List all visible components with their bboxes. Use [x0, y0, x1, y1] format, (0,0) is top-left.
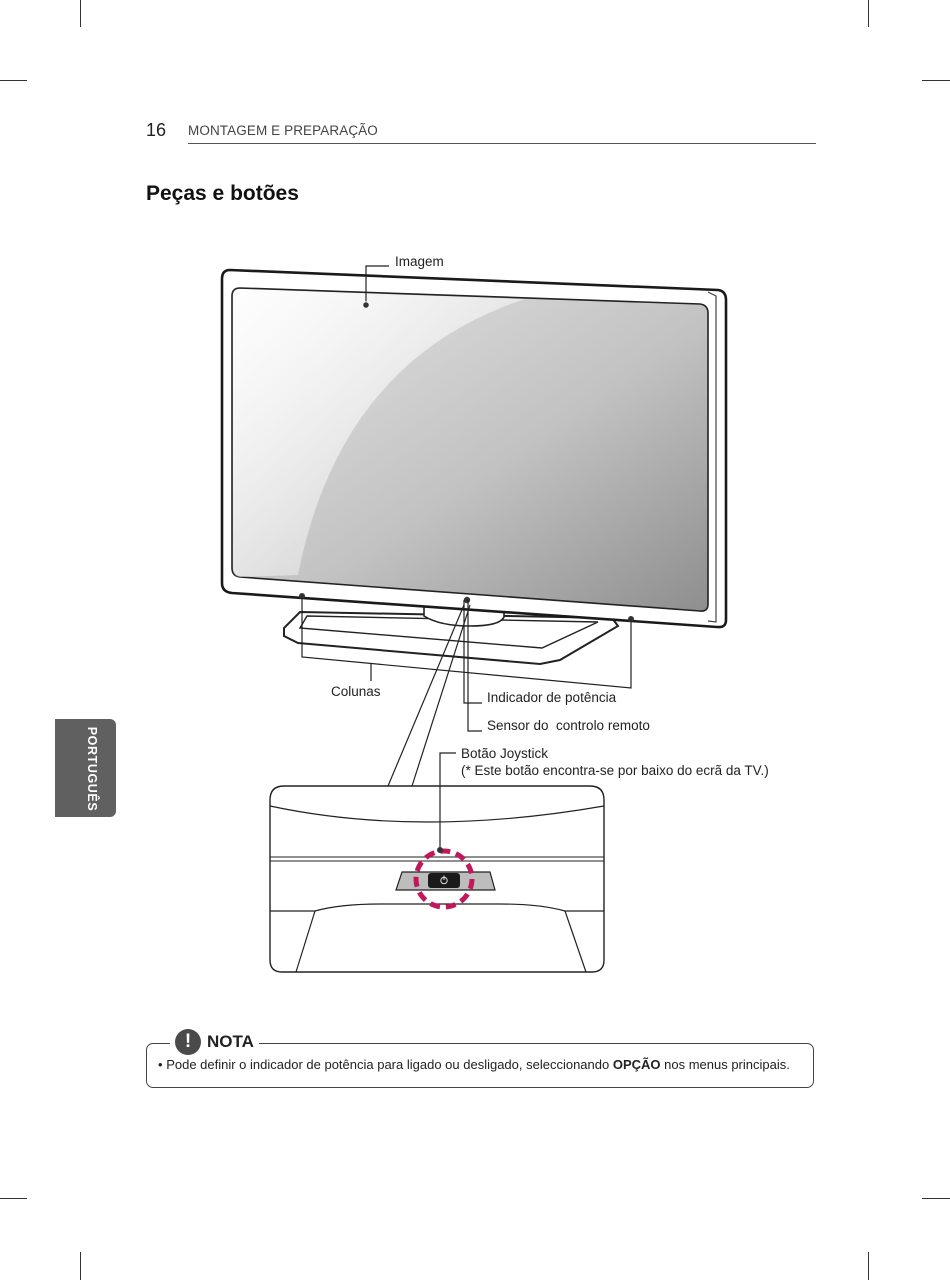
crop-mark	[0, 80, 27, 81]
label-speakers: Colunas	[331, 684, 381, 699]
joystick-detail	[269, 785, 605, 973]
note-title: NOTA	[207, 1032, 254, 1051]
callout-image	[362, 265, 389, 309]
note-text-end: nos menus principais.	[660, 1057, 790, 1072]
header-divider	[188, 143, 816, 144]
label-remote-sensor: Sensor do controlo remoto	[487, 718, 650, 733]
crop-mark	[80, 0, 81, 27]
exclamation-icon: !	[175, 1029, 201, 1055]
zoom-line	[411, 604, 471, 787]
crop-mark	[922, 80, 950, 81]
joystick-button	[428, 873, 460, 888]
page-title: Peças e botões	[146, 182, 299, 205]
note-text-bold: OPÇÃO	[612, 1057, 661, 1072]
running-header: MONTAGEM E PREPARAÇÃO	[188, 123, 378, 138]
callout-power-sensor	[463, 596, 482, 732]
page-number: 16	[146, 120, 167, 140]
note-text-start: Pode definir o indicador de potência par…	[166, 1057, 613, 1072]
callout-speakers	[299, 593, 634, 689]
highlight-ring	[413, 848, 475, 910]
callout-joystick	[437, 752, 456, 853]
label-joystick-note: (* Este botão encontra-se por baixo do e…	[461, 763, 769, 778]
label-joystick: Botão Joystick	[461, 746, 549, 761]
note-header: ! NOTA	[170, 1027, 259, 1057]
crop-mark	[868, 1252, 869, 1280]
note-bullet: •	[158, 1057, 163, 1072]
crop-mark	[80, 1252, 81, 1280]
language-tab: PORTUGUÊS	[55, 719, 116, 817]
label-power-indicator: Indicador de potência	[487, 690, 617, 705]
note-box	[146, 1043, 814, 1088]
crop-mark	[0, 1198, 27, 1199]
label-image: Imagem	[395, 254, 444, 269]
zoom-line	[387, 604, 465, 787]
tv-screen	[231, 287, 709, 612]
crop-mark	[922, 1198, 950, 1199]
note-text: • Pode definir o indicador de potência p…	[158, 1057, 790, 1072]
crop-mark	[868, 0, 869, 27]
